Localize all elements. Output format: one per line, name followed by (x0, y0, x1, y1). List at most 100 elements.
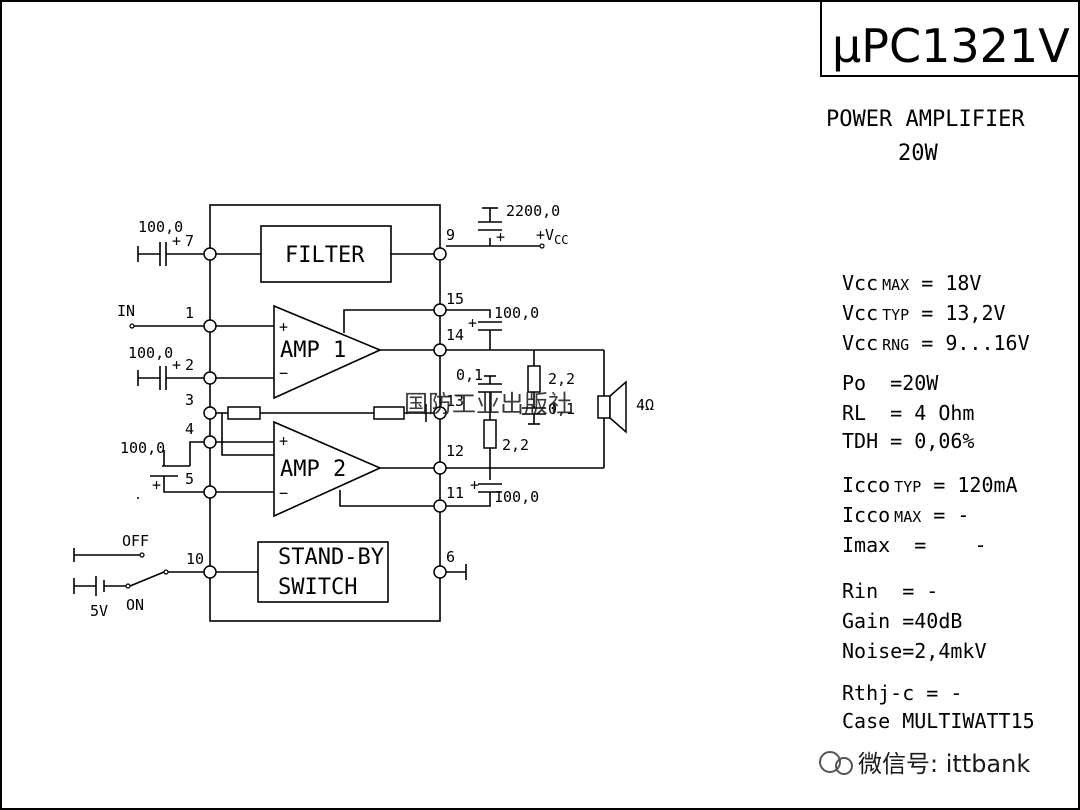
pin-label-4: 4 (185, 420, 194, 438)
standby-label-2: SWITCH (278, 575, 357, 600)
spec-value: = 18V (909, 271, 981, 295)
svg-text:−: − (279, 364, 288, 382)
input-label: IN (117, 302, 135, 320)
spec-name: Vcc (842, 331, 878, 355)
pin-label-13: 13 (446, 392, 464, 410)
spec-name: RL (842, 401, 866, 425)
spec-row: Po =20W (842, 371, 939, 395)
vcc-label: +VCC (536, 226, 569, 247)
amp2-triangle: AMP 2 + − (273, 420, 382, 518)
spec-subscript: TYP (894, 478, 921, 496)
spec-row: RL = 4 Ohm (842, 401, 974, 425)
rc-zobel-right (522, 350, 546, 425)
cap-pin5 (150, 441, 204, 493)
filter-block: FILTER (260, 225, 392, 283)
spec-name: Icco (842, 473, 890, 497)
cap-pin15 (446, 309, 502, 350)
spec-row: Noise=2,4mkV (842, 639, 987, 663)
spec-name: Noise (842, 639, 902, 663)
spec-value: =40dB (890, 609, 962, 633)
spec-row: Gain =40dB (842, 609, 962, 633)
resistor-22a-value: 2,2 (548, 370, 575, 388)
spec-name: TDH (842, 429, 878, 453)
svg-text:+: + (279, 432, 288, 450)
speaker-icon (597, 380, 627, 434)
spec-name: Rin (842, 579, 878, 603)
spec-row: TDH = 0,06% (842, 429, 974, 453)
pin-label-5: 5 (185, 470, 194, 488)
pin-label-3: 3 (185, 391, 194, 409)
cap-pin15-plus: + (468, 314, 477, 332)
spec-name: Imax (842, 533, 890, 557)
cap-vcc-plus: + (496, 228, 505, 246)
spec-name: Case (842, 709, 890, 733)
spec-row: Imax = - (842, 533, 987, 557)
spec-name: Vcc (842, 271, 878, 295)
cap-pin11-value: 100,0 (494, 488, 539, 506)
cap-pin7-value: 100,0 (138, 218, 183, 236)
cap-pin7 (137, 242, 204, 266)
title-box: μPC1321V (820, 0, 1080, 77)
internal-resistor-2 (373, 406, 405, 420)
pin-label-6: 6 (446, 548, 455, 566)
chip-title: μPC1321V (832, 19, 1070, 73)
cap-pin2-value: 100,0 (128, 344, 173, 362)
cap-vcc-value: 2200,0 (506, 202, 560, 220)
cap-pin2 (137, 366, 204, 390)
spec-value: =20W (866, 371, 939, 395)
svg-text:−: − (279, 484, 288, 502)
spec-value: =2,4mkV (902, 639, 986, 663)
spec-value: = 13,2V (909, 301, 1005, 325)
spec-name: Vcc (842, 301, 878, 325)
cap-pin7-plus: + (172, 232, 181, 250)
spec-name: Icco (842, 503, 890, 527)
spec-row: Rthj-c = - (842, 681, 962, 705)
internal-resistor-1 (227, 406, 261, 420)
spec-value: MULTIWATT15 (890, 709, 1035, 733)
spec-value: = 0,06% (878, 429, 974, 453)
standby-switch-block: STAND-BY SWITCH (257, 541, 389, 603)
cap-01b-value: 0,1 (456, 366, 483, 384)
spec-subscript: MAX (882, 276, 909, 294)
standby-voltage-label: 5V (90, 602, 108, 620)
cap-pin5-value: 100,0 (120, 439, 165, 457)
right-pins (433, 247, 447, 579)
spec-row: Rin = - (842, 579, 938, 603)
spec-subscript: TYP (882, 306, 909, 324)
spec-subscript: RNG (882, 336, 909, 354)
pin-label-11: 11 (446, 484, 464, 502)
spec-value: = 9...16V (909, 331, 1029, 355)
wechat-icon (819, 751, 841, 773)
cap-01a-value: 0,1 (548, 400, 575, 418)
spec-subscript: MAX (894, 508, 921, 526)
wechat-watermark: 微信号: ittbank (819, 750, 1030, 778)
pin-label-12: 12 (446, 442, 464, 460)
wechat-id: 微信号: ittbank (858, 750, 1030, 778)
amp2-label: AMP 2 (280, 457, 346, 482)
cap-pin5-plus: + (152, 476, 161, 494)
standby-label-1: STAND-BY (278, 545, 384, 570)
cap-pin15-value: 100,0 (494, 304, 539, 322)
cap-pin11 (446, 468, 502, 507)
standby-external (73, 548, 204, 596)
spec-value: = - (914, 681, 962, 705)
subtitle-line2: 20W (898, 141, 938, 166)
resistor-22b-value: 2,2 (502, 436, 529, 454)
pin-label-7: 7 (185, 232, 194, 250)
cap-vcc (446, 207, 545, 249)
spec-row: Case MULTIWATT15 (842, 709, 1035, 733)
pin-label-15: 15 (446, 290, 464, 308)
spec-value: = 4 Ohm (866, 401, 974, 425)
cap-pin11-plus: + (470, 476, 479, 494)
publisher-watermark: 国防工业出版社 (404, 390, 572, 418)
subtitle-line1: POWER AMPLIFIER (826, 107, 1025, 132)
speaker-impedance: 4Ω (636, 396, 654, 414)
rc-zobel-left (478, 375, 502, 468)
spec-value: = - (878, 579, 938, 603)
